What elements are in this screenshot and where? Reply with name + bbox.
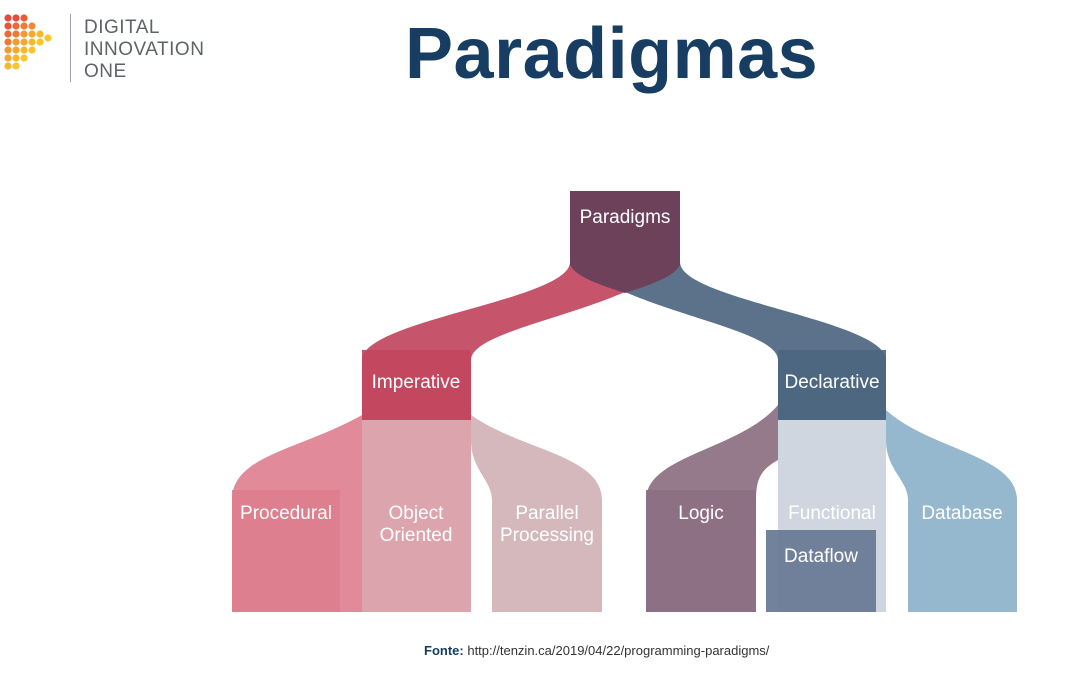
logo-line: ONE	[84, 61, 127, 82]
procedural-label: Procedural	[240, 503, 332, 524]
dataflow-box	[766, 530, 876, 612]
logo-text: DIGITAL INNOVATION ONE	[84, 17, 204, 83]
digital-innovation-one-logo: DIGITAL INNOVATION ONE	[2, 8, 242, 82]
root-crossing	[570, 262, 680, 293]
source-citation: Fonte: http://tenzin.ca/2019/04/22/progr…	[424, 643, 769, 658]
logo-line: DIGITAL	[84, 17, 160, 38]
logo-divider	[70, 14, 71, 82]
logic-label: Logic	[678, 503, 723, 524]
database-label: Database	[921, 503, 1002, 524]
logo-line: INNOVATION	[84, 39, 205, 60]
root-node	[570, 191, 680, 266]
object-oriented-label-line2: Oriented	[380, 525, 453, 546]
declarative-label: Declarative	[784, 372, 879, 393]
parallel-processing-label-line1: Parallel	[515, 503, 578, 524]
procedural-bar	[232, 490, 340, 612]
declarative-node	[778, 350, 886, 420]
imperative-node	[362, 350, 471, 420]
source-label: Fonte:	[424, 643, 464, 658]
functional-label: Functional	[788, 503, 876, 524]
source-url[interactable]: http://tenzin.ca/2019/04/22/programming-…	[467, 643, 770, 658]
page-title: Paradigmas	[405, 14, 819, 94]
imperative-label: Imperative	[372, 372, 461, 393]
database-band	[886, 410, 1017, 612]
object-oriented-bar	[362, 400, 471, 612]
parallel-processing-band	[471, 415, 602, 612]
parallel-processing-label-line2: Processing	[500, 525, 594, 546]
dots-logo-icon	[4, 14, 52, 70]
object-oriented-label-line1: Object	[389, 503, 445, 524]
root-label: Paradigms	[580, 207, 671, 228]
logic-bar	[646, 490, 756, 612]
dataflow-label: Dataflow	[784, 546, 858, 567]
